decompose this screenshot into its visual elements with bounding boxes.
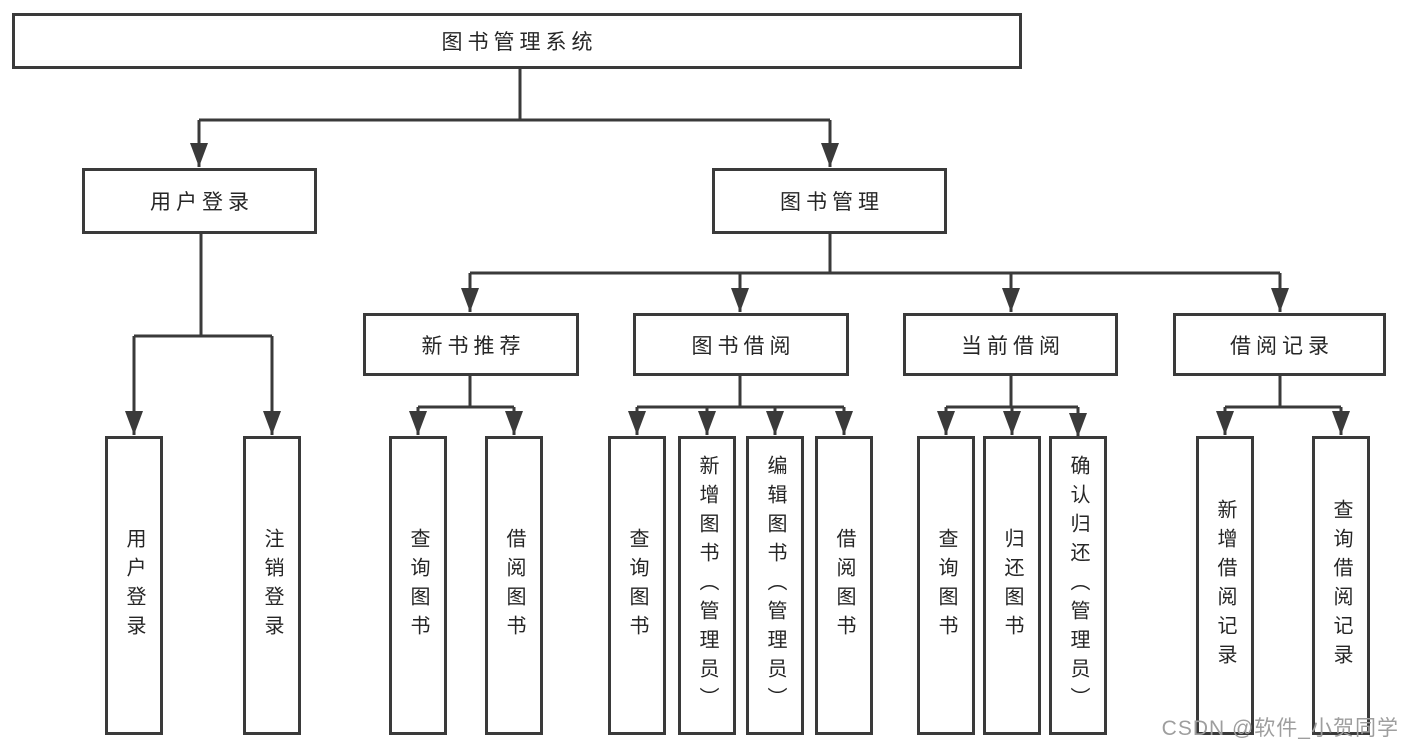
node-current-borrowing: 当前借阅 — [903, 313, 1118, 376]
leaf-query-borrow-record: 查询借阅记录 — [1312, 436, 1370, 735]
leaf-label: 归还图书 — [1001, 527, 1023, 644]
node-label: 当前借阅 — [961, 334, 1065, 358]
node-borrowing-records: 借阅记录 — [1173, 313, 1386, 376]
leaf-add-borrow-record: 新增借阅记录 — [1196, 436, 1254, 735]
leaf-add-book-admin: 新增图书（管理员） — [678, 436, 736, 735]
leaf-label: 查询借阅记录 — [1330, 498, 1352, 673]
leaf-confirm-return-admin: 确认归还（管理员） — [1049, 436, 1107, 735]
leaf-query-books-borrowing: 查询图书 — [608, 436, 666, 735]
leaf-label: 确认归还（管理员） — [1067, 455, 1089, 716]
leaf-label: 用户登录 — [123, 527, 145, 644]
node-label: 用户登录 — [150, 191, 254, 214]
leaf-label: 查询图书 — [407, 527, 429, 644]
leaf-label: 新增借阅记录 — [1214, 498, 1236, 673]
node-label: 新书推荐 — [421, 334, 526, 358]
leaf-return-books: 归还图书 — [983, 436, 1041, 735]
leaf-label: 注销登录 — [261, 527, 283, 644]
leaf-user-login: 用户登录 — [105, 436, 163, 735]
leaf-query-books-recommend: 查询图书 — [389, 436, 447, 735]
leaf-label: 借阅图书 — [503, 527, 525, 644]
node-book-borrowing: 图书借阅 — [633, 313, 849, 376]
node-label: 图书借阅 — [691, 334, 796, 358]
node-new-book-recommendation: 新书推荐 — [363, 313, 579, 376]
leaf-label: 借阅图书 — [833, 527, 855, 644]
csdn-watermark: CSDN @软件_小贺同学 — [1161, 717, 1399, 740]
leaf-query-books-current: 查询图书 — [917, 436, 975, 735]
leaf-logout: 注销登录 — [243, 436, 301, 735]
node-label: 借阅记录 — [1230, 334, 1334, 358]
leaf-label: 查询图书 — [626, 527, 648, 644]
leaf-borrow-books-recommend: 借阅图书 — [485, 436, 543, 735]
node-user-login: 用户登录 — [82, 168, 317, 234]
leaf-label: 新增图书（管理员） — [696, 455, 718, 716]
node-label: 图书管理系统 — [441, 31, 598, 54]
node-book-management: 图书管理 — [712, 168, 947, 234]
leaf-edit-book-admin: 编辑图书（管理员） — [746, 436, 804, 735]
leaf-borrow-books-borrowing: 借阅图书 — [815, 436, 873, 735]
leaf-label: 查询图书 — [935, 527, 957, 644]
node-library-system: 图书管理系统 — [12, 13, 1022, 69]
node-label: 图书管理 — [780, 191, 884, 214]
leaf-label: 编辑图书（管理员） — [764, 455, 786, 716]
